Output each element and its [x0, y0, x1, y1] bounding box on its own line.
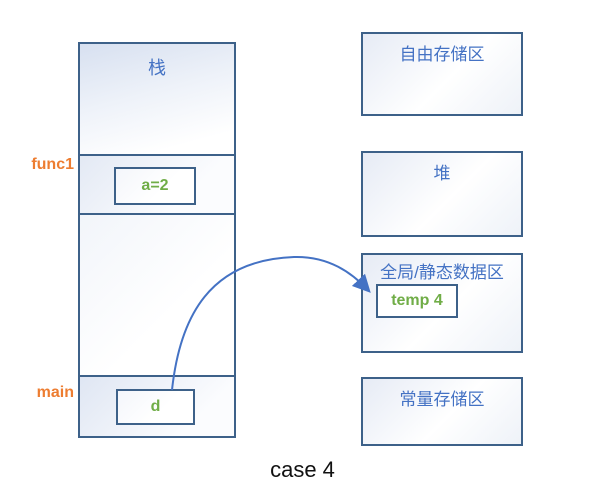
variable-a-value: a=2 — [141, 177, 169, 195]
variable-d-value: d — [150, 398, 161, 416]
region-free-store-label: 自由存储区 — [399, 45, 485, 64]
region-global-static-label: 全局/静态数据区 — [380, 263, 504, 282]
stack-empty-section — [80, 213, 234, 376]
region-const-storage-label: 常量存储区 — [399, 390, 485, 409]
frame-label-main: main — [36, 384, 74, 401]
region-global-static: 全局/静态数据区 temp 4 — [361, 253, 523, 353]
region-heap: 堆 — [361, 151, 523, 237]
variable-box-a: a=2 — [114, 167, 196, 206]
diagram-caption: case 4 — [270, 457, 335, 482]
frame-label-func1: func1 — [31, 156, 74, 173]
stack-frame-func1: a=2 — [80, 154, 234, 214]
region-free-store: 自由存储区 — [361, 32, 523, 116]
stack-box: 栈 a=2 d — [78, 42, 236, 438]
stack-header: 栈 — [80, 44, 234, 155]
stack-label: 栈 — [148, 58, 166, 78]
stack-frame-main: d — [80, 375, 234, 436]
variable-box-temp: temp 4 — [376, 284, 458, 318]
variable-temp-value: temp 4 — [391, 292, 443, 309]
region-const-storage: 常量存储区 — [361, 377, 523, 446]
variable-box-d: d — [116, 389, 195, 426]
region-heap-label: 堆 — [433, 164, 451, 183]
